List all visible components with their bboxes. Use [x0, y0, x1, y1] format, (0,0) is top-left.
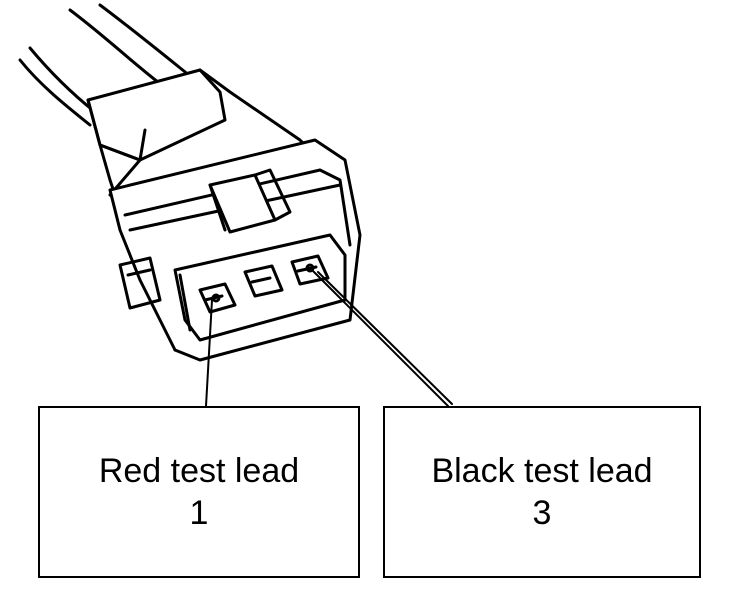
- black-lead-leader-line: [309, 267, 449, 407]
- red-test-lead-label: Red test lead 1: [38, 406, 360, 578]
- black-test-lead-text: Black test lead: [431, 452, 653, 490]
- connector-body: [86, 68, 362, 362]
- black-test-lead-label: Black test lead 3: [383, 406, 701, 578]
- red-test-lead-text: Red test lead: [98, 452, 300, 490]
- red-lead-leader-line: [205, 299, 213, 407]
- black-test-lead-pin: 3: [532, 494, 552, 532]
- red-test-lead-pin: 1: [189, 494, 209, 532]
